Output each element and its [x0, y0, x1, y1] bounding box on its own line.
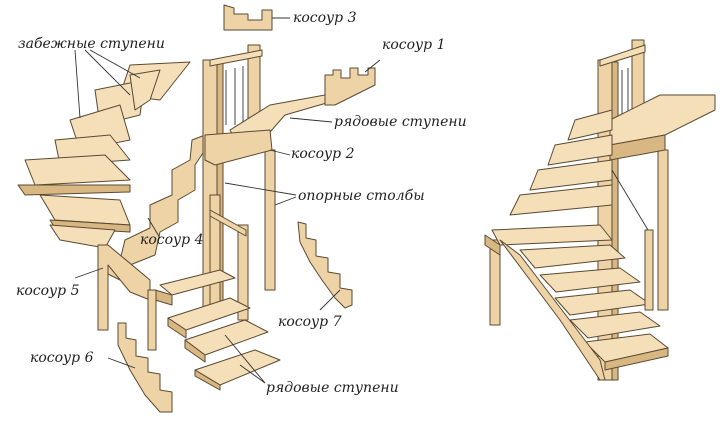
center-post-assembly — [202, 44, 276, 311]
stringer-5-shape — [97, 244, 151, 331]
label-stringer-5: косоур 5 — [16, 283, 80, 299]
winder-steps — [17, 61, 191, 249]
label-stringer-7: косоур 7 — [278, 314, 342, 330]
label-stringer-3: косоур 3 — [293, 10, 357, 26]
stringer-2-shape — [204, 129, 273, 166]
lower-flight — [147, 194, 281, 391]
label-straight-steps-bottom: рядовые ступени — [266, 380, 399, 396]
label-stringer-4: косоур 4 — [140, 232, 204, 248]
label-stringer-2: косоур 2 — [291, 146, 355, 162]
stringer-3-shape — [223, 4, 273, 31]
assembled-staircase — [484, 39, 716, 381]
label-stringer-6: косоур 6 — [30, 350, 94, 366]
label-support-posts: опорные столбы — [298, 188, 425, 204]
label-straight-steps-top: рядовые ступени — [334, 114, 467, 130]
label-stringer-1: косоур 1 — [382, 37, 446, 53]
leader-lines — [74, 17, 381, 384]
label-winder-steps: забежные ступени — [18, 36, 165, 52]
stringer-6-shape — [117, 322, 173, 413]
stringer-1-shape — [324, 67, 376, 106]
exploded-staircase — [17, 4, 376, 413]
stringer-7-shape — [297, 221, 353, 309]
